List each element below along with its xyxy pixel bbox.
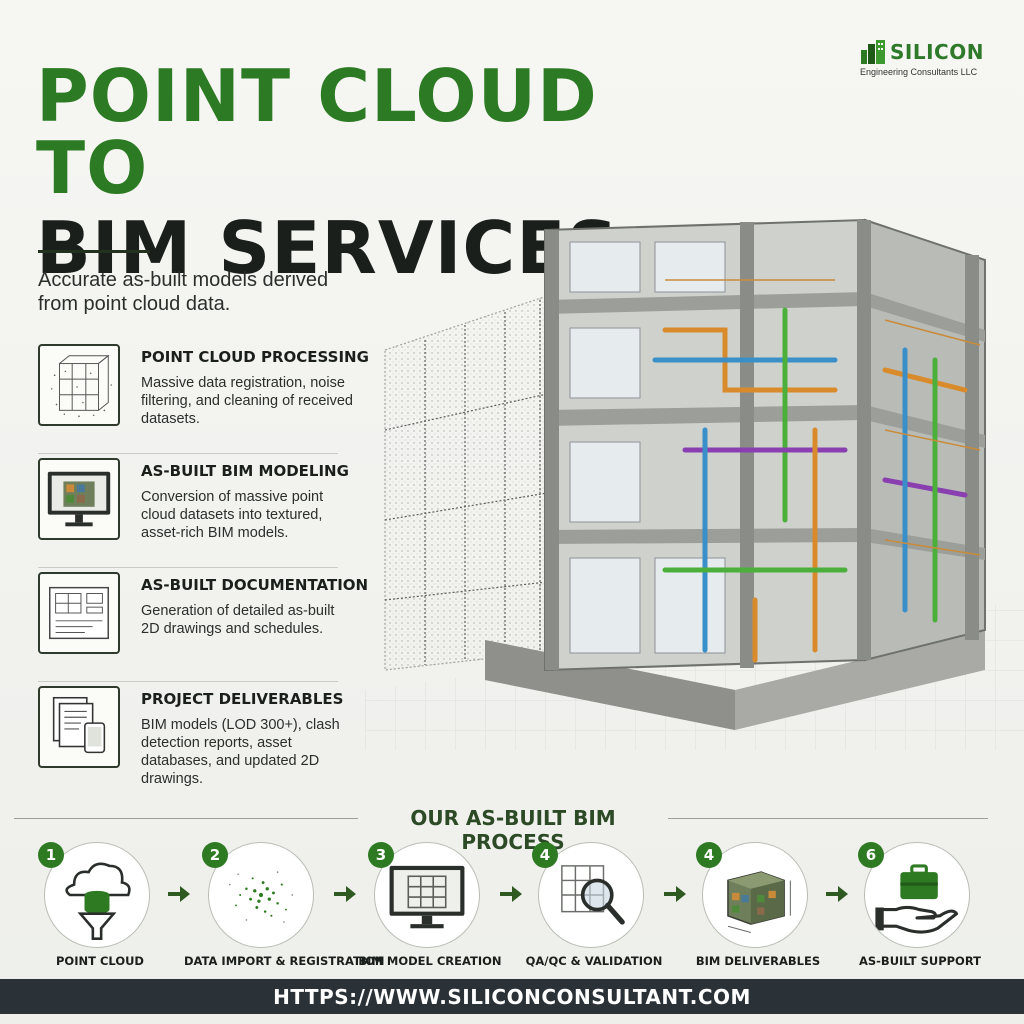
step-label: AS-BUILT SUPPORT	[858, 954, 982, 968]
process-step: 6 AS-BUILT SUPPORT	[840, 842, 990, 972]
process-step: 1 POINT CLOUD	[20, 842, 170, 972]
page-title: POINT CLOUD TO BIM SERVICES	[36, 60, 656, 284]
step-number: 1	[38, 842, 64, 868]
process-step: 2 DATA IMPORT & REGISTRATION	[184, 842, 385, 972]
service-description: Massive data registration, noise filteri…	[141, 375, 353, 427]
model-cube-icon	[702, 842, 808, 948]
monitor-model-icon	[38, 458, 120, 540]
documents-tablet-icon	[38, 686, 120, 768]
service-description: Generation of detailed as-built 2D drawi…	[141, 603, 335, 637]
arrow-right-icon	[500, 886, 522, 902]
building-illustration	[365, 218, 1024, 750]
service-description: Conversion of massive point cloud datase…	[141, 489, 324, 541]
step-number: 4	[532, 842, 558, 868]
process-divider-left	[14, 818, 358, 819]
title-line-1: POINT CLOUD TO	[36, 54, 598, 210]
brand-logo: SILICON Engineering Consultants LLC	[856, 36, 996, 80]
process-step: 3 BIM MODEL CREATION	[350, 842, 502, 972]
page-subtitle: Accurate as-built models derived from po…	[38, 269, 329, 315]
step-number: 3	[368, 842, 394, 868]
process-step: 4 QA/QC & VALIDATION	[514, 842, 664, 972]
process-header: OUR AS-BUILT BIM PROCESS	[0, 806, 1024, 854]
step-label: POINT CLOUD	[56, 954, 144, 968]
step-label: BIM DELIVERABLES	[695, 954, 821, 968]
website-link[interactable]: HTTPS://WWW.SILICONCONSULTANT.COM	[273, 985, 751, 1009]
monitor-building-icon	[374, 842, 480, 948]
arrow-right-icon	[664, 886, 686, 902]
footer-bar: HTTPS://WWW.SILICONCONSULTANT.COM	[0, 979, 1024, 1014]
arrow-right-icon	[168, 886, 190, 902]
step-number: 2	[202, 842, 228, 868]
arrow-right-icon	[334, 886, 356, 902]
service-title: POINT CLOUD PROCESSING	[141, 348, 369, 366]
brand-tagline: Engineering Consultants LLC	[860, 67, 978, 77]
service-list: POINT CLOUD PROCESSING Massive data regi…	[38, 340, 369, 796]
service-title: AS-BUILT BIM MODELING	[141, 462, 349, 480]
service-item: PROJECT DELIVERABLES BIM models (LOD 300…	[38, 682, 343, 796]
step-number: 6	[858, 842, 884, 868]
process-divider-right	[668, 818, 988, 819]
step-label: DATA IMPORT & REGISTRATION	[184, 954, 385, 968]
building-logo-icon	[861, 40, 885, 64]
step-label: QA/QC & VALIDATION	[525, 954, 663, 968]
arrow-right-icon	[826, 886, 848, 902]
service-title: PROJECT DELIVERABLES	[141, 690, 344, 708]
step-label: BIM MODEL CREATION	[358, 954, 502, 968]
blueprint-drawing-icon	[38, 572, 120, 654]
process-step: 4 BIM DELIVERABLES	[678, 842, 828, 972]
title-divider	[38, 250, 150, 253]
service-description: BIM models (LOD 300+), clash detection r…	[141, 717, 340, 787]
service-item: AS-BUILT DOCUMENTATION Generation of det…	[38, 568, 368, 682]
step-number: 4	[696, 842, 722, 868]
brand-name: SILICON	[890, 40, 984, 64]
title-line-2: BIM SERVICES	[36, 206, 620, 290]
service-item: AS-BUILT BIM MODELING Conversion of mass…	[38, 454, 349, 568]
service-title: AS-BUILT DOCUMENTATION	[141, 576, 369, 594]
point-cloud-building-icon	[38, 344, 120, 426]
hand-toolbox-icon	[864, 842, 970, 948]
service-item: POINT CLOUD PROCESSING Massive data regi…	[38, 340, 369, 454]
magnifier-structure-icon	[538, 842, 644, 948]
